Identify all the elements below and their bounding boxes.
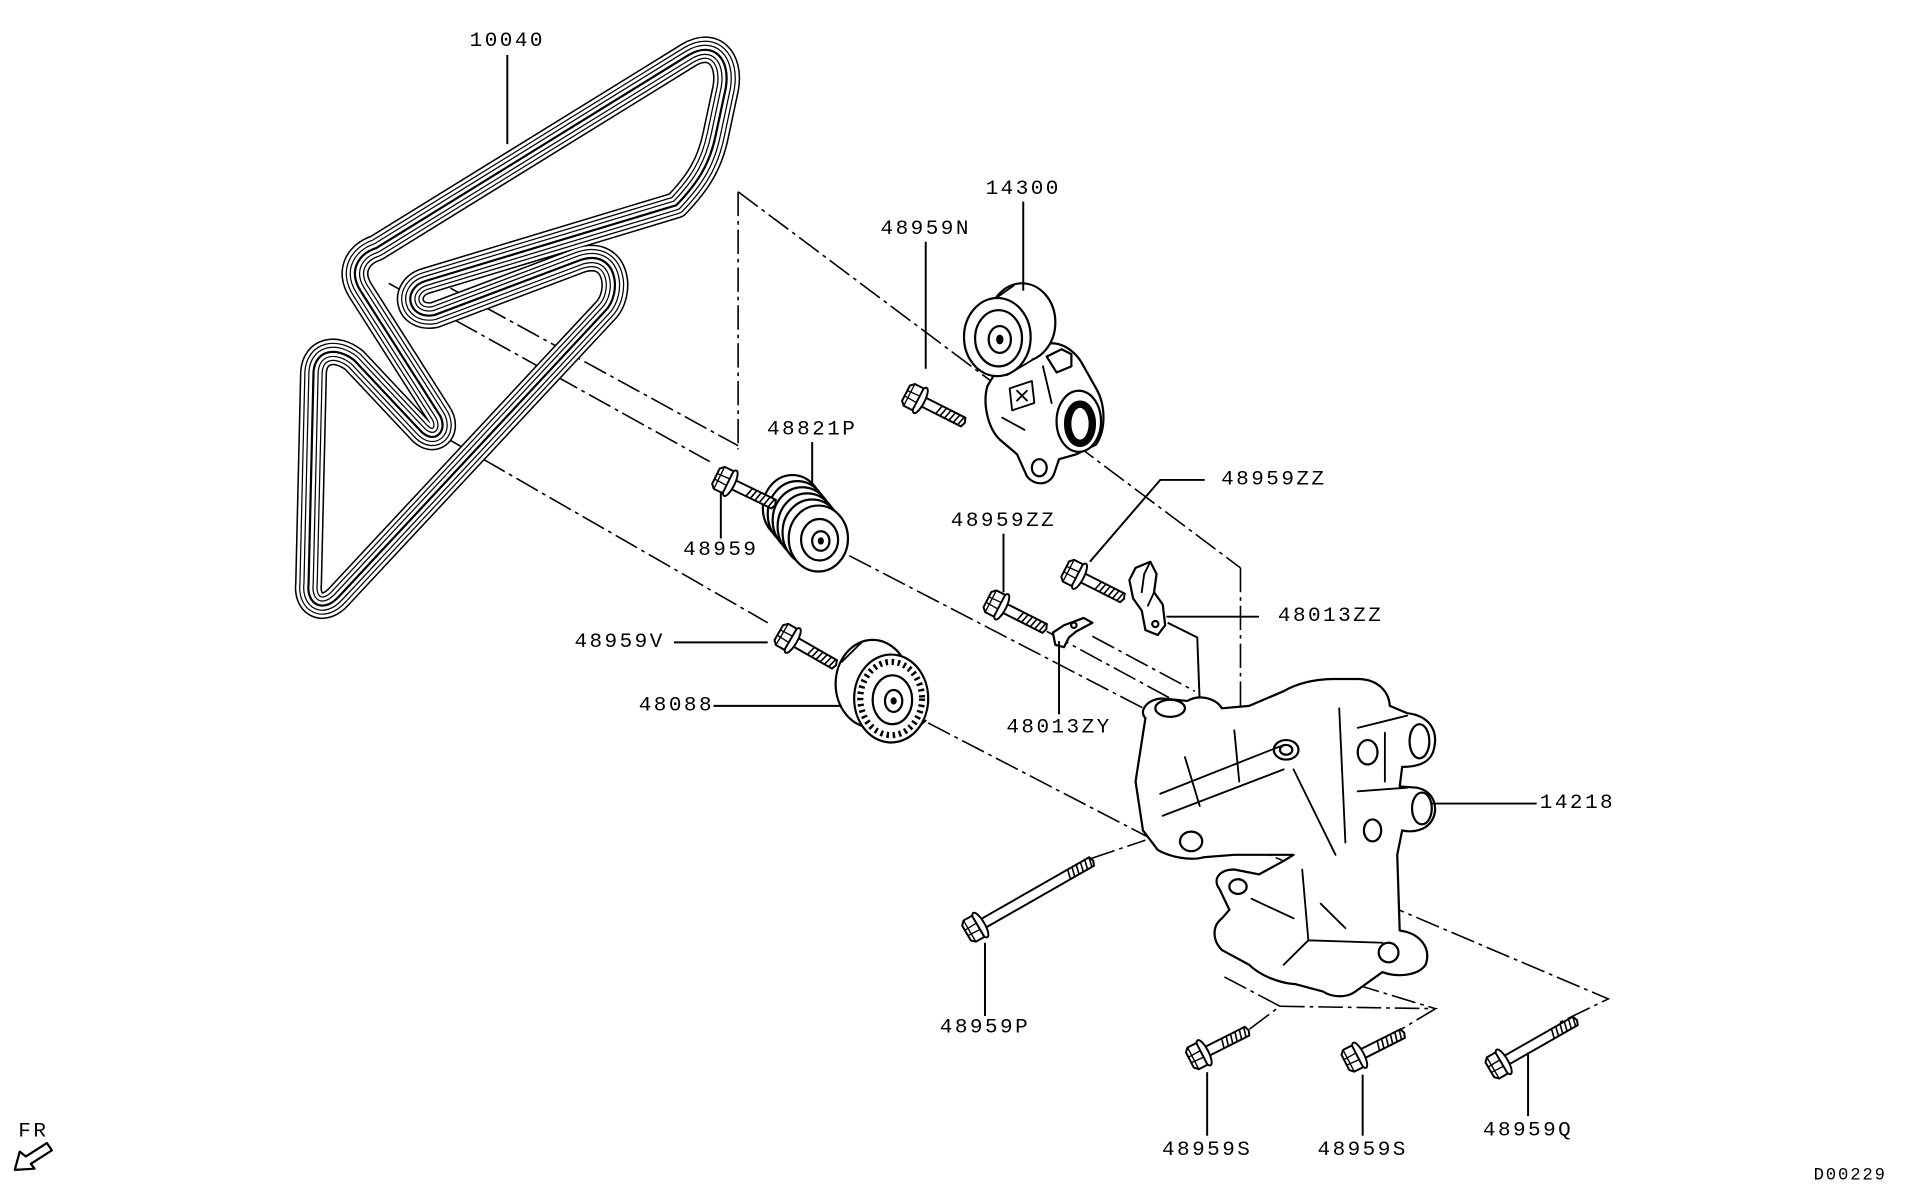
clip-bolt-lower — [980, 586, 1054, 643]
idler-pulley — [834, 638, 930, 744]
bracket-hole — [1362, 818, 1383, 843]
clip-upper-callout: 48013ZZ — [1278, 605, 1383, 628]
tensioner-assembly — [962, 282, 1105, 485]
bracket-bolt-long-callout: 48959Q — [1483, 1119, 1573, 1142]
center-line — [1224, 976, 1282, 1034]
long-bolt-callout: 48959P — [940, 1017, 1030, 1040]
leader-lines — [506, 54, 1537, 1136]
clip-hole — [1151, 619, 1160, 629]
bracket-hole — [1178, 830, 1204, 853]
tensioner-tab — [1045, 348, 1073, 374]
front-label: FR — [18, 1121, 48, 1144]
bracket-callout: 14218 — [1540, 792, 1615, 815]
long-bolt — [958, 847, 1102, 947]
clip-bolt-upper-callout: 48959ZZ — [1221, 468, 1326, 491]
front-direction-indicator: FR — [13, 1121, 53, 1172]
center-line — [737, 191, 1241, 569]
center-line — [1279, 1005, 1439, 1034]
bracket-bolt-left-callout: 48959S — [1162, 1139, 1252, 1162]
drawing-code: D00229 — [1814, 1167, 1887, 1186]
idler-pulley-callout: 48088 — [639, 694, 714, 717]
bracket-boss — [1408, 723, 1431, 760]
idler-teeth — [857, 658, 926, 739]
idler-center — [890, 697, 897, 705]
bracket-bolt-right — [1337, 1019, 1412, 1076]
tensioner-callout: 14300 — [986, 178, 1061, 201]
tensioner-detail — [1001, 365, 1053, 431]
clip-lower-callout: 48013ZY — [1006, 716, 1111, 739]
bracket-bolt-left — [1182, 1016, 1257, 1074]
bracket-boss — [1410, 791, 1433, 826]
tensioner-arm-hole — [1030, 458, 1048, 478]
center-line — [450, 287, 739, 447]
bracket-boss — [1228, 878, 1248, 896]
clip-bolt-upper — [1057, 555, 1132, 613]
front-arrow-icon — [13, 1141, 53, 1172]
ribbed-belt — [308, 50, 726, 606]
bracket-bolt-long — [1481, 1006, 1586, 1083]
callout-labels: 10040 14300 48959N 48821P 48959 48959ZZ … — [470, 30, 1615, 1162]
clip-body — [1128, 560, 1167, 637]
grooved-pulley-callout: 48821P — [767, 418, 857, 441]
leader-line — [1089, 478, 1205, 563]
clip-hole — [1070, 621, 1078, 630]
grooved-pulley — [761, 473, 850, 573]
center-line — [1091, 635, 1196, 692]
bracket-hole — [1377, 941, 1400, 964]
belt-callout: 10040 — [470, 30, 545, 53]
tensioner-bolt-callout: 48959N — [881, 218, 971, 241]
center-line — [927, 722, 1155, 841]
tensioner-end-bore — [1063, 400, 1097, 447]
bracket-ribs — [1159, 707, 1409, 966]
pulley-center — [817, 537, 824, 545]
bracket-hole — [1356, 738, 1379, 766]
clip-mount-line — [1167, 621, 1201, 704]
idler-bolt-callout: 48959V — [574, 631, 664, 654]
tensioner-pulley-center — [996, 334, 1004, 345]
center-line — [1090, 839, 1146, 860]
bracket-hole — [1278, 743, 1294, 756]
clip-bolt-lower-callout: 48959ZZ — [951, 510, 1056, 533]
mounting-bracket — [1134, 677, 1437, 998]
lower-clip — [1051, 616, 1094, 649]
upper-clip — [1128, 560, 1167, 637]
clip-edge — [1140, 560, 1156, 607]
grooved-pulley-bolt-callout: 48959 — [683, 539, 758, 562]
center-line — [416, 420, 769, 624]
bracket-bolt-right-callout: 48959S — [1318, 1139, 1408, 1162]
center-line — [1355, 983, 1436, 1010]
clip-body — [1051, 616, 1094, 649]
tensioner-bolt — [898, 379, 973, 437]
bracket-boss — [1154, 698, 1187, 718]
idler-bolt — [770, 619, 845, 679]
